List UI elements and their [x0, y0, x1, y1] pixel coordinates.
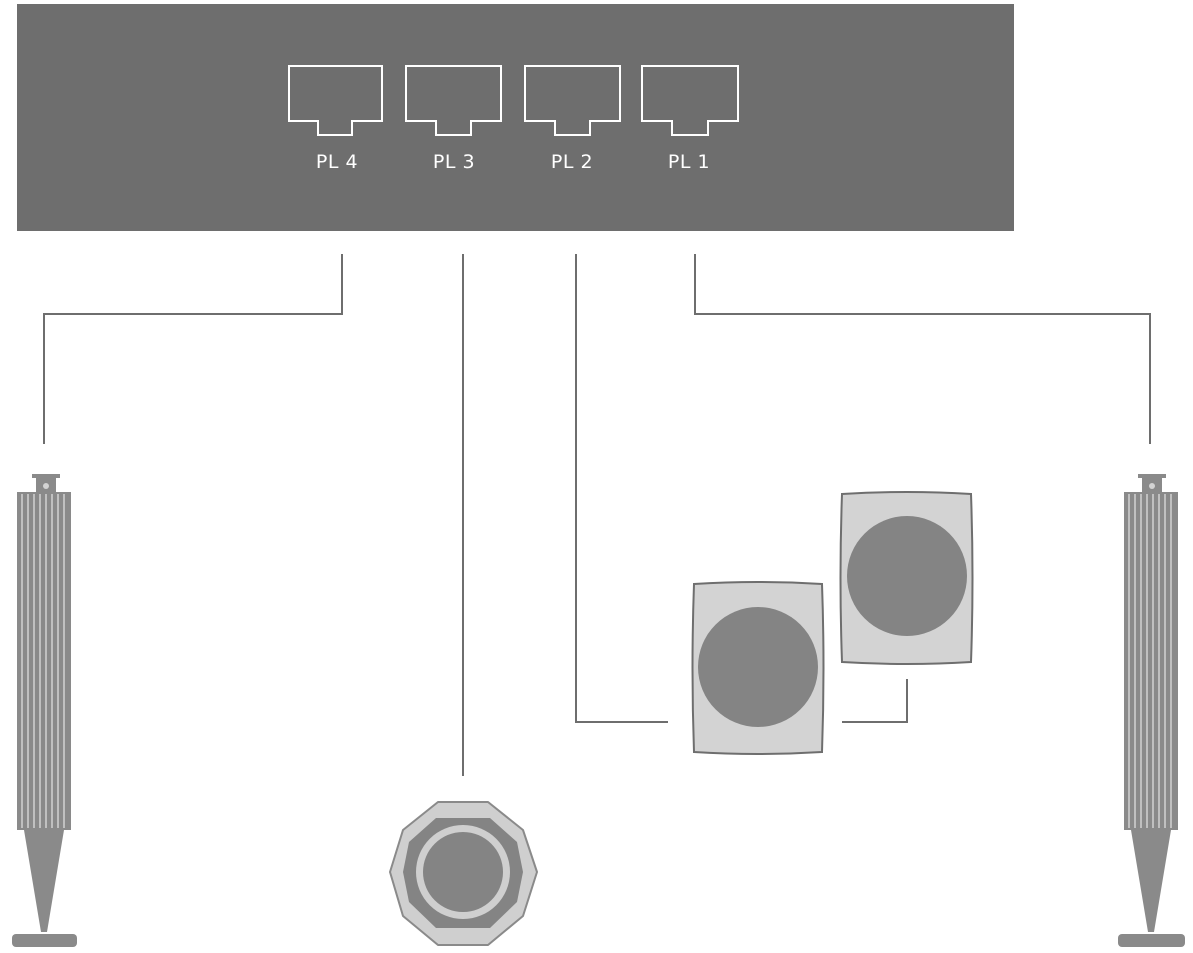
socket-pl1[interactable]: PL 1: [641, 65, 739, 173]
socket-pl1-label: PL 1: [668, 151, 710, 173]
floor-speaker-left-stand: [24, 830, 64, 932]
socket-pl3-label: PL 3: [433, 151, 475, 173]
floor-speaker-left: [12, 474, 77, 947]
subwoofer: [389, 801, 538, 946]
socket-pl2-outline: [524, 65, 621, 136]
socket-pl1-outline: [641, 65, 739, 136]
socket-pl4-label: PL 4: [316, 151, 358, 173]
wall-speaker-back-driver: [847, 516, 967, 636]
cable-pl2: [575, 254, 668, 723]
floor-speaker-left-top-cap: [32, 474, 60, 478]
floor-speaker-right-stand: [1131, 830, 1171, 932]
socket-pl3-outline: [405, 65, 502, 136]
floor-speaker-left-grille: [21, 494, 65, 828]
cable-pl4: [43, 254, 343, 444]
socket-pl4[interactable]: PL 4: [288, 65, 383, 173]
cable-pl1: [694, 254, 1151, 444]
floor-speaker-right-top-cap: [1138, 474, 1166, 478]
wall-speaker-front-driver: [698, 607, 818, 727]
cables: [43, 254, 1151, 776]
floor-speaker-left-base: [12, 934, 77, 947]
wall-speaker-back: [839, 491, 974, 665]
socket-pl2-label: PL 2: [551, 151, 593, 173]
floor-speaker-right-column: [1124, 492, 1178, 830]
socket-pl3[interactable]: PL 3: [405, 65, 502, 173]
floor-speaker-right-base: [1118, 934, 1185, 947]
floor-speaker-left-column: [17, 492, 71, 830]
subwoofer-driver: [423, 832, 503, 912]
floor-speaker-left-indicator: [43, 483, 49, 489]
socket-pl4-outline: [288, 65, 383, 136]
cable-link-wall-speakers: [842, 679, 908, 723]
socket-pl2[interactable]: PL 2: [524, 65, 621, 173]
wall-speaker-front: [691, 581, 825, 755]
floor-speaker-right-indicator: [1149, 483, 1155, 489]
floor-speaker-right: [1118, 474, 1185, 947]
socket-panel: [17, 4, 1014, 231]
floor-speaker-right-grille: [1128, 494, 1172, 828]
